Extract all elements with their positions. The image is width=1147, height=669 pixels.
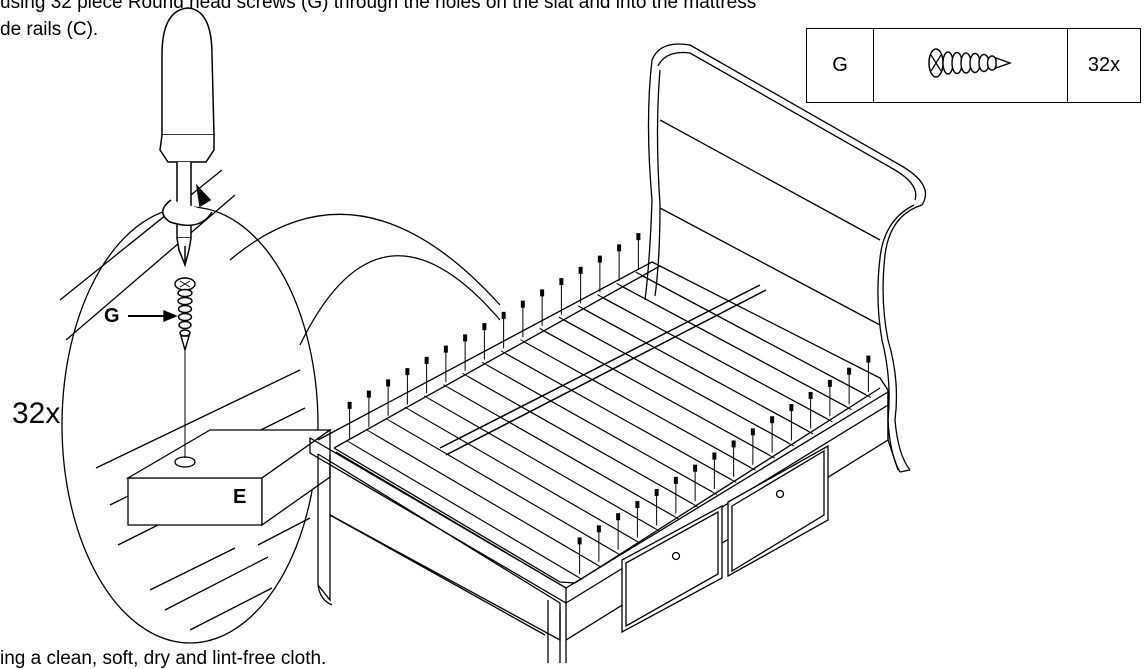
slat-screw <box>366 390 371 428</box>
slat-edge <box>448 387 679 520</box>
slat-screw <box>559 278 564 315</box>
slat-edge <box>640 274 872 399</box>
slat-screw <box>636 233 641 270</box>
side-rail <box>565 390 899 663</box>
callout-connector-upper <box>229 213 501 306</box>
slat-screw <box>770 416 775 453</box>
slat-screw <box>577 537 582 574</box>
slat-screw <box>482 323 487 360</box>
callout-connector-lower <box>299 255 501 346</box>
slat-screw <box>520 300 525 338</box>
slat-edge <box>582 308 814 435</box>
slat-edge <box>371 432 602 568</box>
slat-edge <box>544 330 775 459</box>
slat-edge <box>602 297 833 423</box>
detail-callout <box>59 7 333 644</box>
slat-screw <box>712 452 717 490</box>
drawer-left <box>621 504 723 634</box>
slat-screw <box>424 356 429 394</box>
slat-screw <box>501 311 506 349</box>
slat-screw <box>693 464 698 502</box>
slat-screw <box>635 501 640 538</box>
slat-screw <box>617 244 622 281</box>
slat-screw <box>808 391 813 429</box>
slat-screw <box>731 440 736 477</box>
bed-slats <box>346 271 872 580</box>
slat-screw <box>616 513 621 550</box>
slat-screw <box>654 488 659 526</box>
part-image-cell <box>873 28 1068 103</box>
block-e <box>125 428 333 527</box>
parts-row: G 32x <box>806 28 1141 103</box>
slat-screw <box>347 401 352 439</box>
slat-edge <box>467 375 698 508</box>
slat-screw <box>866 355 871 393</box>
block-e-label: E <box>233 486 247 508</box>
slat-screw <box>597 255 602 293</box>
drawer-right <box>727 444 829 578</box>
quantity-label: 32x <box>12 397 61 430</box>
slat-screw <box>789 404 794 441</box>
slat-screw <box>405 368 410 405</box>
instruction-text-line-2: de rails (C). <box>0 19 99 40</box>
screw-g <box>174 277 196 353</box>
slat-screw <box>386 379 391 416</box>
slat-screw <box>673 476 678 514</box>
slat-screw <box>463 334 468 371</box>
screw-g-label: G <box>104 305 120 327</box>
slat-screw <box>540 289 545 326</box>
parts-table: G 32x <box>806 28 1141 103</box>
slat-edge <box>390 420 621 556</box>
detail-callout-oval <box>61 206 319 644</box>
slat-screw <box>596 525 601 562</box>
slat-edge <box>428 398 660 532</box>
slat-screw <box>578 266 583 304</box>
slat-edge <box>525 342 756 471</box>
slat-edge <box>621 285 852 411</box>
slat-edge <box>505 353 737 483</box>
round-head-screw-icon <box>927 47 1012 78</box>
part-quantity-cell: 32x <box>1067 28 1141 103</box>
slat-edge <box>409 409 641 544</box>
slat-edge <box>486 364 718 495</box>
slat-screws <box>347 233 871 574</box>
part-id-cell: G <box>806 28 874 103</box>
slat-screw <box>443 345 448 383</box>
screwdriver-icon <box>159 7 215 268</box>
slat-screw <box>750 428 755 465</box>
slat-edge <box>563 319 795 447</box>
slat-screw <box>827 379 832 417</box>
slat-edge <box>351 443 583 580</box>
headboard <box>644 43 927 473</box>
bed-frame <box>309 43 927 663</box>
slat-screw <box>847 367 852 405</box>
